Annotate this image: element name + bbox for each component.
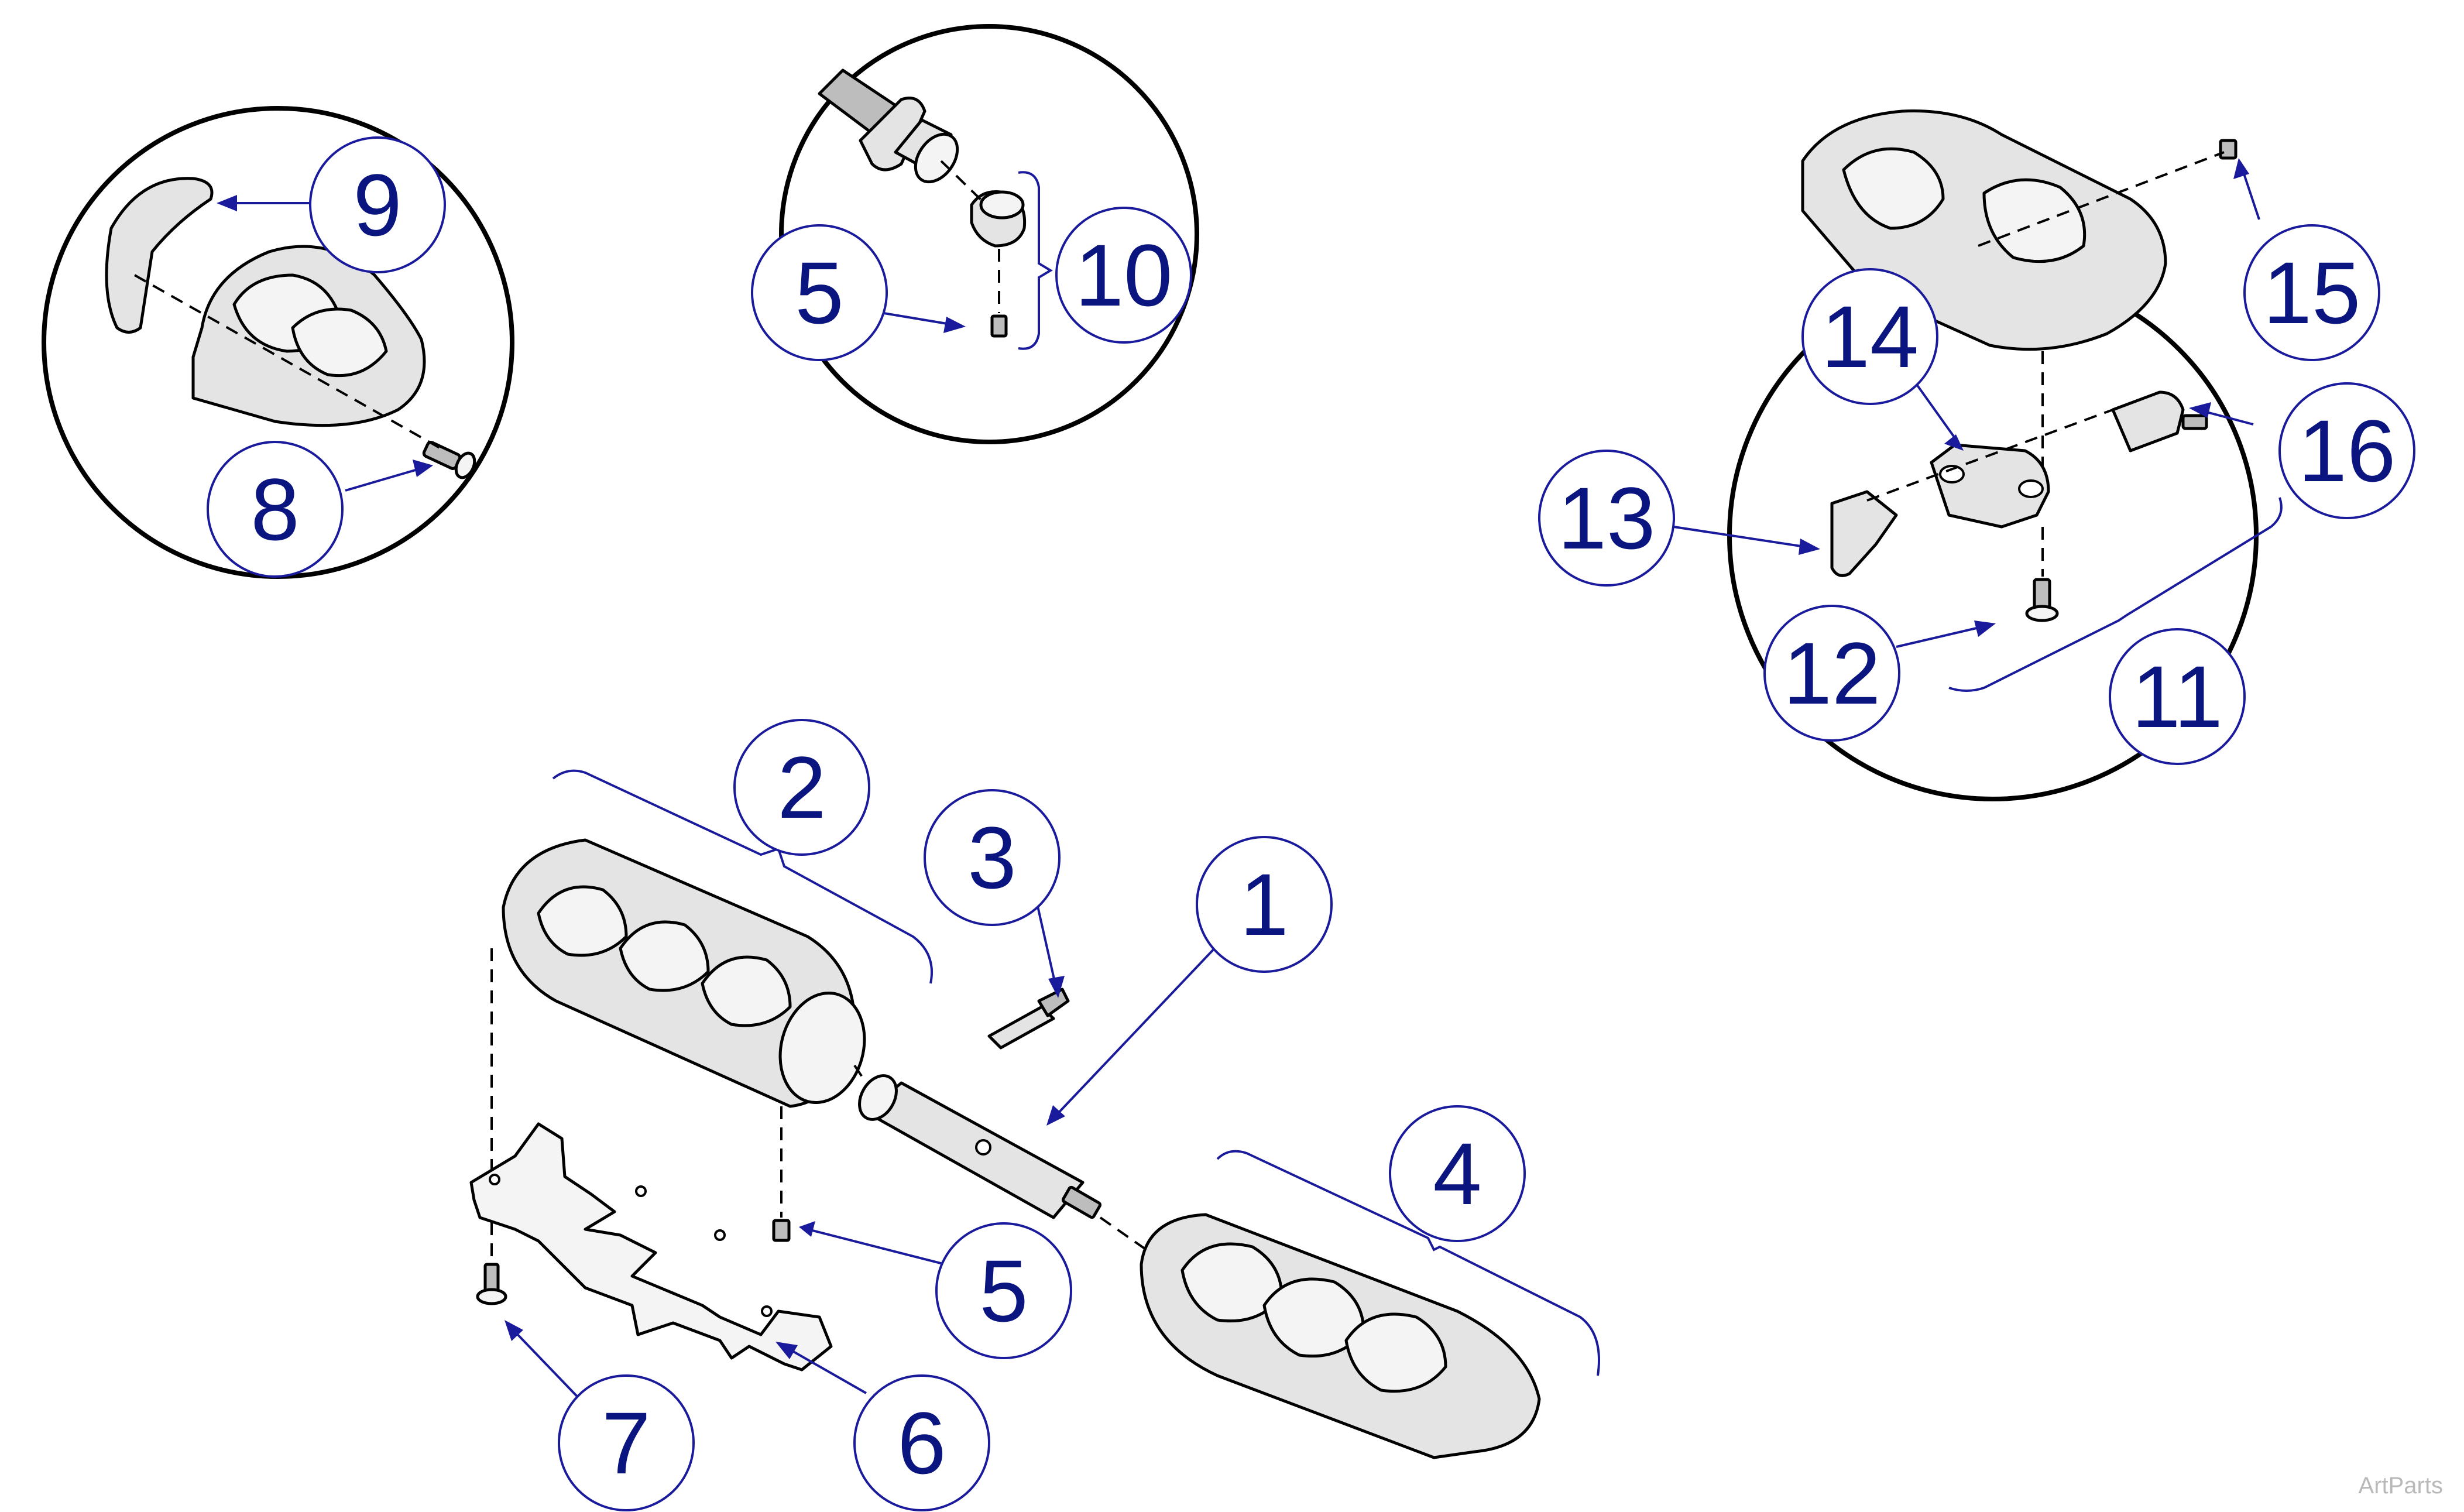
callout-1: 1 <box>1196 836 1333 973</box>
callout-2: 2 <box>733 719 870 856</box>
callout-12: 12 <box>1763 605 1900 742</box>
svg-text:10: 10 <box>1075 226 1173 324</box>
callout-15: 15 <box>2243 224 2380 361</box>
bracket-item-4 <box>1216 1150 1600 1376</box>
svg-text:4: 4 <box>1433 1124 1481 1223</box>
svg-text:16: 16 <box>2298 402 2396 500</box>
callout-5-detail: 5 <box>751 224 888 361</box>
leader-lines <box>217 158 2260 1406</box>
svg-text:2: 2 <box>777 738 826 836</box>
callout-7: 7 <box>558 1374 695 1511</box>
callout-14: 14 <box>1801 268 1938 405</box>
svg-text:11: 11 <box>2132 647 2223 746</box>
callout-16: 16 <box>2278 382 2415 519</box>
svg-text:5: 5 <box>795 244 843 342</box>
svg-text:8: 8 <box>250 460 299 558</box>
bracket-item-11 <box>1948 497 2283 692</box>
svg-text:13: 13 <box>1558 469 1656 567</box>
bracket-item-2 <box>552 769 933 984</box>
svg-text:6: 6 <box>897 1394 946 1492</box>
svg-text:9: 9 <box>353 156 401 254</box>
svg-text:7: 7 <box>602 1394 650 1492</box>
callout-11: 11 <box>2109 628 2246 765</box>
svg-text:15: 15 <box>2263 244 2361 342</box>
svg-text:1: 1 <box>1240 855 1288 954</box>
svg-text:5: 5 <box>979 1242 1028 1340</box>
detail-view-shaft-tip <box>779 24 1199 444</box>
svg-text:14: 14 <box>1821 287 1919 386</box>
svg-text:12: 12 <box>1783 624 1881 722</box>
svg-text:3: 3 <box>967 808 1016 907</box>
callout-8: 8 <box>207 441 344 578</box>
main-assembly <box>469 838 1541 1459</box>
callout-6: 6 <box>853 1374 990 1511</box>
callout-4: 4 <box>1389 1105 1526 1242</box>
callout-10: 10 <box>1055 207 1192 344</box>
bracket-item-10 <box>1018 171 1053 350</box>
callout-5-main: 5 <box>935 1222 1072 1359</box>
watermark-label: ArtParts <box>2358 1473 2443 1499</box>
callout-3: 3 <box>924 789 1061 926</box>
callout-9: 9 <box>309 136 446 273</box>
callout-13: 13 <box>1538 450 1675 587</box>
